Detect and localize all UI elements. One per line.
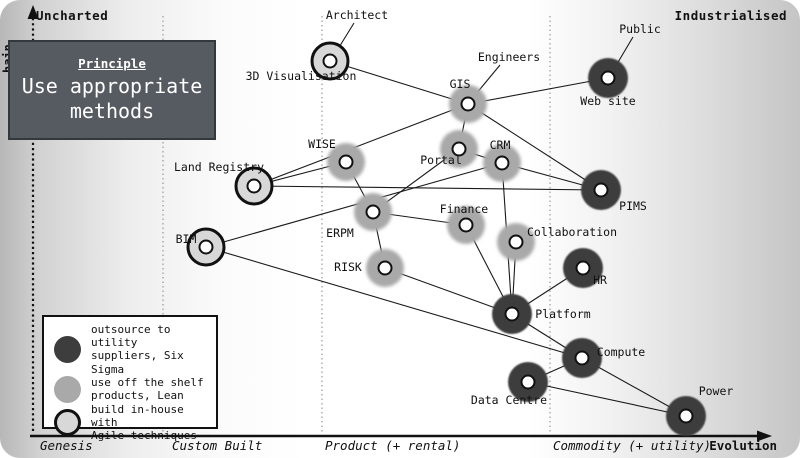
map-node-pims — [581, 170, 621, 210]
evolution-axis-label: Evolution — [709, 438, 777, 453]
stage-label-genesis: Genesis — [40, 438, 93, 453]
map-node-finance — [447, 206, 485, 244]
map-node-bim — [186, 227, 226, 267]
node-label-portal: Portal — [420, 153, 462, 167]
stage-label-commodity: Commodity (+ utility) — [553, 438, 712, 453]
edge-3dvis-gis — [329, 60, 469, 105]
evolution-stage-dividers — [162, 16, 551, 433]
node-label-erpm: ERPM — [326, 226, 354, 240]
node-label-website: Web site — [580, 94, 635, 108]
node-dot — [451, 141, 467, 157]
industrialised-label: Industrialised — [674, 8, 787, 23]
map-node-website — [588, 58, 628, 98]
map-node-gis — [449, 85, 487, 123]
utility-node-swatch — [54, 335, 81, 363]
map-node-wise — [327, 143, 365, 181]
map-node-erpm — [354, 193, 392, 231]
node-label-compute: Compute — [597, 345, 646, 359]
legend-row-off-the-shelf: use off the shelf products, Lean — [54, 375, 210, 403]
legend-label-in-house: build in-house with Agile techniques — [91, 402, 197, 443]
stage-label-custom: Custom Built — [172, 438, 263, 453]
node-dot — [460, 96, 476, 112]
edge-gis-website — [467, 77, 609, 105]
legend: outsource to utility suppliers, Six Sigm… — [42, 315, 218, 442]
map-node-crm — [483, 144, 521, 182]
node-label-hr: HR — [593, 273, 607, 287]
node-label-power: Power — [699, 384, 734, 398]
legend-label-off-the-shelf: use off the shelf products, Lean — [91, 376, 204, 403]
node-dot — [575, 260, 591, 276]
map-node-hr — [563, 248, 603, 288]
node-label-gis: GIS — [450, 77, 471, 91]
edge-datacentre-power — [527, 381, 687, 417]
legend-row-outsource: outsource to utility suppliers, Six Sigm… — [54, 323, 210, 376]
node-dot — [600, 70, 616, 86]
node-dot — [593, 182, 609, 198]
node-label-landregistry: Land Registry — [174, 160, 264, 174]
uncharted-label: Uncharted — [36, 8, 109, 23]
map-node-collaboration — [497, 223, 535, 261]
node-label-wise: WISE — [308, 137, 336, 151]
edge-bim-crm — [205, 162, 503, 248]
edge-gis-landregistry — [253, 103, 469, 187]
map-node-datacentre — [508, 362, 548, 402]
node-dot — [494, 155, 510, 171]
edge-risk-platform — [384, 267, 513, 315]
edge-landregistry-pims — [253, 185, 602, 191]
node-dot — [338, 154, 354, 170]
edge-bim-compute — [205, 246, 583, 359]
node-dot — [678, 408, 694, 424]
node-dot — [322, 53, 338, 69]
node-label-3dvis: 3D Visualisation — [246, 69, 357, 83]
node-label-datacentre: Data Centre — [471, 393, 547, 407]
node-label-crm: CRM — [490, 138, 511, 152]
nodes-layer — [186, 41, 706, 436]
node-dot — [504, 306, 520, 322]
map-node-portal — [440, 130, 478, 168]
title-kicker: Principle — [78, 56, 146, 71]
edge-gis-pims — [467, 103, 602, 191]
custom-node-swatch — [54, 409, 81, 437]
evolution-axis-arrow — [757, 430, 772, 442]
map-node-3dvis — [310, 41, 350, 81]
legend-label-outsource: outsource to utility suppliers, Six Sigm… — [91, 323, 184, 376]
node-label-finance: Finance — [440, 202, 489, 216]
node-dot — [198, 239, 214, 255]
product-node-swatch — [54, 375, 81, 403]
node-dot — [520, 374, 536, 390]
value-chain-axis-arrow — [27, 5, 39, 19]
title-box: Principle Use appropriate methods — [8, 40, 216, 140]
node-label-platform: Platform — [535, 307, 590, 321]
page-title: Use appropriate methods — [21, 74, 203, 123]
node-dot — [508, 234, 524, 250]
node-dot — [458, 217, 474, 233]
node-label-bim: BIM — [176, 232, 197, 246]
map-node-power — [666, 396, 706, 436]
node-label-collaboration: Collaboration — [527, 225, 617, 239]
node-label-pims: PIMS — [619, 199, 647, 213]
map-node-risk — [366, 249, 404, 287]
map-node-compute — [562, 338, 602, 378]
node-label-risk: RISK — [334, 260, 362, 274]
annotation-label: Architect — [326, 8, 388, 22]
stage-label-product: Product (+ rental) — [325, 438, 461, 453]
annotation-label: Engineers — [478, 50, 540, 64]
map-node-landregistry — [234, 166, 274, 206]
annotation-label: Public — [619, 22, 661, 36]
node-dot — [246, 178, 262, 194]
node-dot — [574, 350, 590, 366]
node-dot — [365, 204, 381, 220]
node-dot — [377, 260, 393, 276]
legend-row-in-house: build in-house with Agile techniques — [54, 403, 210, 443]
map-node-platform — [492, 294, 532, 334]
